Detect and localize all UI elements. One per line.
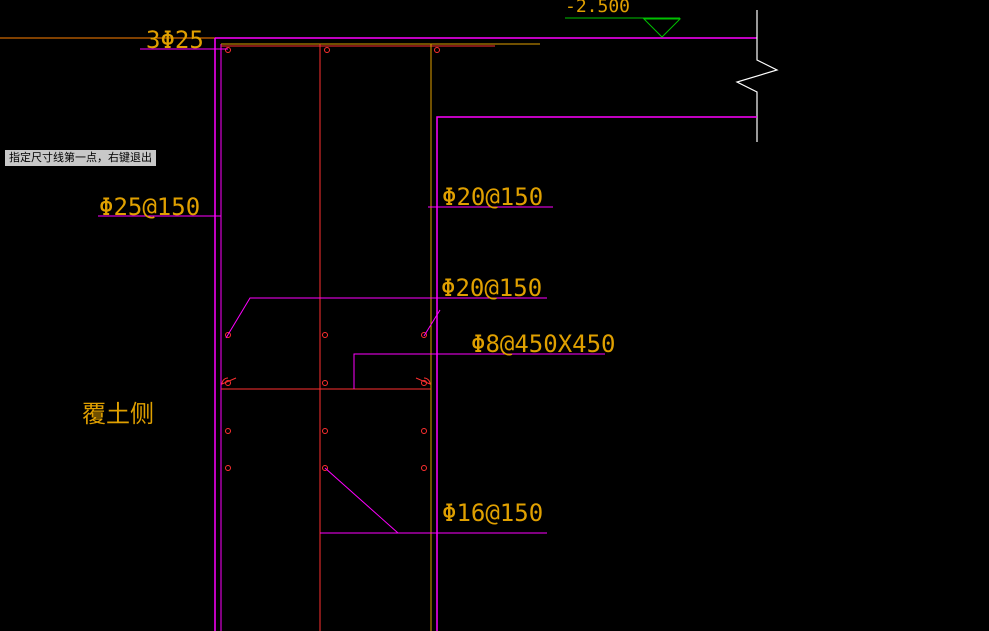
rebar-dot: [322, 332, 328, 338]
label-soil-side: 覆土侧: [82, 400, 154, 428]
rebar-dot: [322, 380, 328, 386]
elevation-label: -2.500: [565, 0, 630, 17]
break-line: [735, 10, 779, 142]
rebar-dot: [322, 465, 328, 471]
label-left-vertical: Φ25@150: [99, 193, 200, 221]
elevation-triangle: [642, 18, 682, 38]
label-tie-bars: Φ8@450X450: [471, 330, 616, 358]
tie-hook-right: [415, 377, 431, 385]
leader-right-vertical-lower: [225, 297, 547, 339]
rebar-dot: [225, 465, 231, 471]
tie-hook-left: [221, 377, 237, 385]
command-prompt-tooltip: 指定尺寸线第一点，右键退出: [5, 150, 156, 166]
rebar-dot: [225, 332, 231, 338]
leader-tie-bars: [353, 353, 605, 389]
rebar-dots: [225, 47, 440, 471]
rebar-dot: [421, 332, 427, 338]
inner-slab-edge: [436, 116, 757, 631]
rebar-dot: [225, 428, 231, 434]
rebar-dot: [421, 428, 427, 434]
rebar-dot: [434, 47, 440, 53]
rebar-dot: [322, 428, 328, 434]
rebar-dot: [421, 465, 427, 471]
label-horizontal-bars: Φ16@150: [442, 499, 543, 527]
rebar-dot: [324, 47, 330, 53]
leader-right-vertical-lower-2: [423, 309, 441, 337]
rebar-dot: [225, 47, 231, 53]
label-right-vertical-lower: Φ20@150: [441, 274, 542, 302]
label-right-vertical-upper: Φ20@150: [442, 183, 543, 211]
leader-horizontal-bars: [324, 467, 399, 534]
label-top-bars: 3Φ25: [146, 26, 204, 54]
